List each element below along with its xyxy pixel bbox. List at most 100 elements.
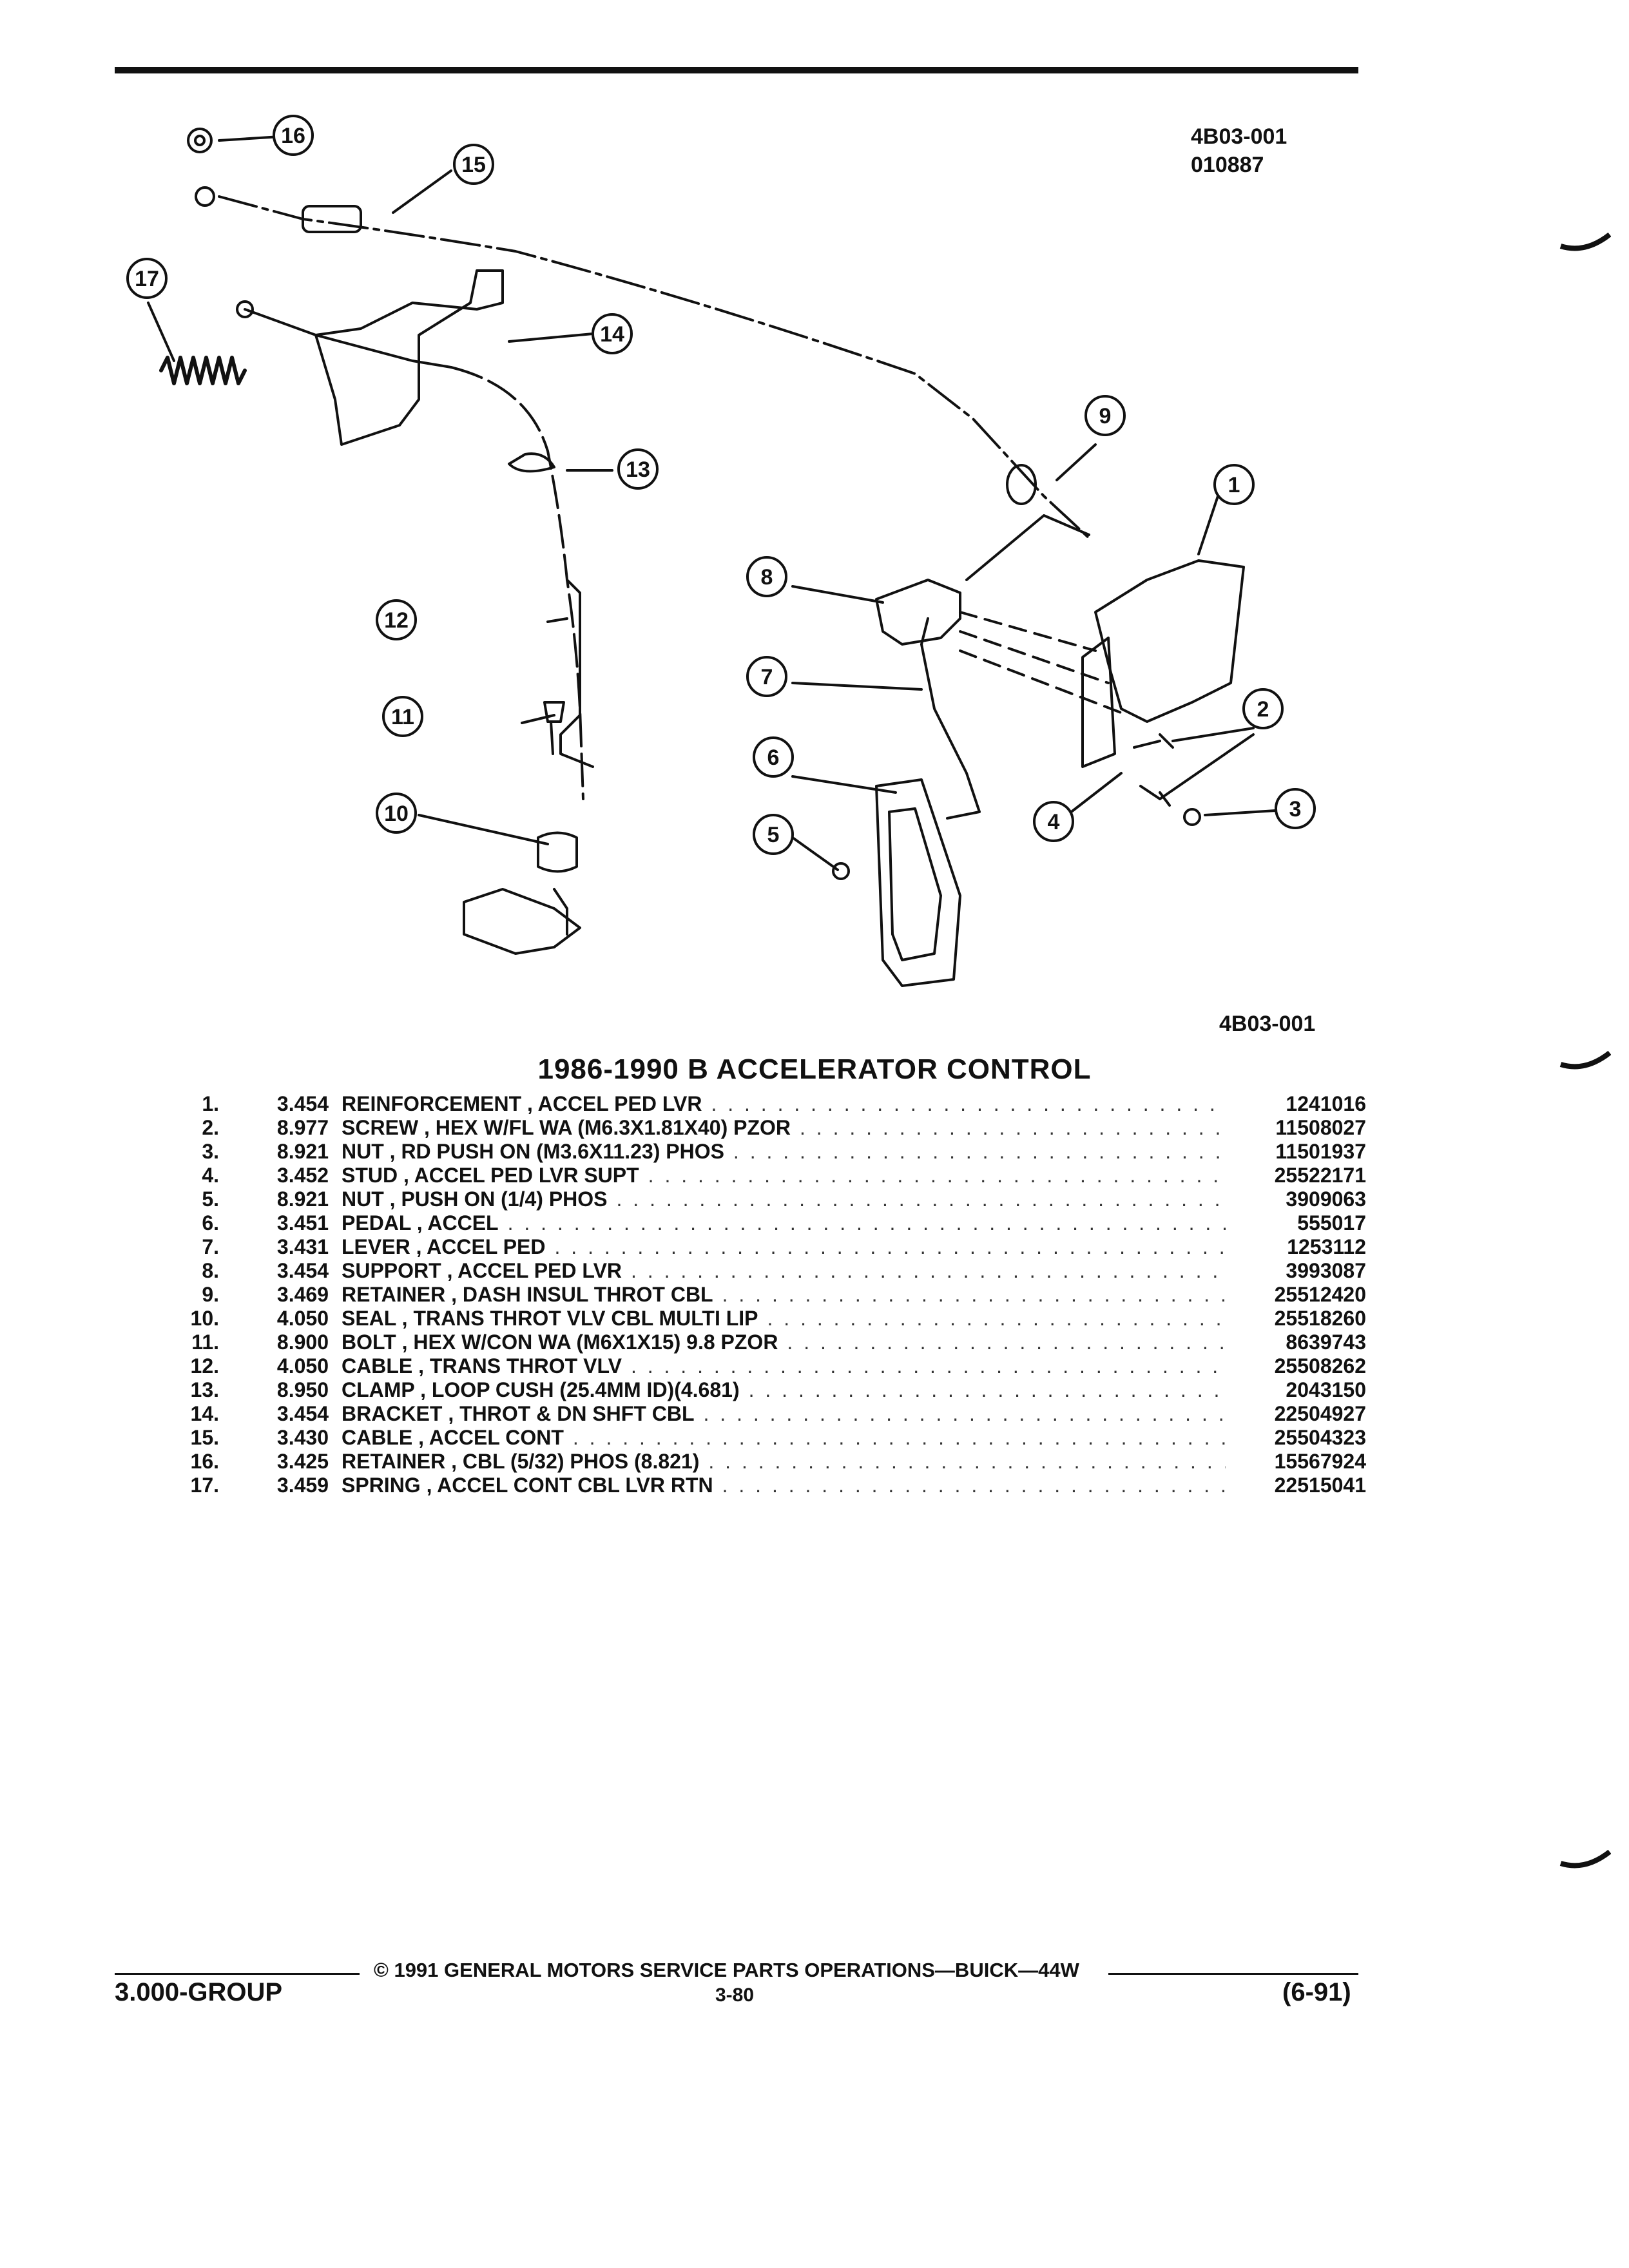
item-number: 1. (202, 1092, 219, 1115)
part-number: 22504927 (1274, 1402, 1366, 1425)
part-number: 25518260 (1274, 1307, 1366, 1330)
part-description: SPRING , ACCEL CONT CBL LVR RTN (342, 1474, 1237, 1497)
part-description: STUD , ACCEL PED LVR SUPT (342, 1164, 1237, 1187)
part-name: LEVER (342, 1235, 410, 1258)
callout-circle (376, 793, 417, 834)
item-number: 8. (202, 1259, 219, 1282)
part-number: 11508027 (1275, 1116, 1366, 1139)
callout-label: 1 (1228, 473, 1240, 497)
dash-lines (959, 611, 1129, 716)
part-description: BOLT , HEX W/CON WA (M6X1X15) 9.8 PZOR (342, 1331, 1237, 1354)
group-number: 3.454 (276, 1092, 329, 1115)
part-name: RETAINER (342, 1283, 446, 1306)
cable-end-fitting (195, 186, 215, 207)
part-name: BRACKET (342, 1402, 443, 1425)
accel-pedal-6 (875, 778, 961, 987)
item-number: 4. (202, 1164, 219, 1187)
pedal-lever-7 (920, 514, 1090, 820)
part-name: REINFORCEMENT (342, 1092, 522, 1115)
callout-label: 5 (767, 823, 780, 847)
leader-dots (555, 1235, 1226, 1259)
callout-label: 7 (761, 665, 773, 689)
group-number: 3.469 (276, 1283, 329, 1306)
part-detail: TRANS THROT VLV CBL MULTI LIP (413, 1307, 758, 1330)
group-number: 4.050 (276, 1307, 329, 1330)
part-description: LEVER , ACCEL PED (342, 1235, 1237, 1259)
part-description: PEDAL , ACCEL (342, 1211, 1237, 1235)
part-number: 3909063 (1286, 1187, 1366, 1211)
callout-circle (617, 448, 659, 490)
leader-dots (708, 1450, 1226, 1474)
part-name: CABLE (342, 1354, 413, 1378)
part-detail: TRANS THROT VLV (429, 1354, 622, 1378)
item-number: 11. (191, 1331, 219, 1354)
item-number: 14. (190, 1402, 219, 1425)
group-number: 8.921 (276, 1140, 329, 1163)
binder-mark (1559, 232, 1611, 251)
footer-rule-left (115, 1973, 360, 1975)
retainer-9 (1006, 464, 1037, 505)
trans-cable (450, 366, 584, 800)
callout-label: 9 (1099, 404, 1112, 428)
callout-label: 14 (600, 322, 624, 347)
footer-date: (6-91) (1282, 1978, 1351, 2006)
part-detail: DASH INSUL THROT CBL (462, 1283, 713, 1306)
part-name: STUD (342, 1164, 398, 1187)
item-number: 7. (202, 1235, 219, 1258)
part-detail: ACCEL CONT (429, 1426, 564, 1449)
leader-dots (722, 1474, 1226, 1497)
part-name: NUT (342, 1140, 384, 1163)
callout-circle (1213, 464, 1255, 505)
callout-label: 3 (1289, 797, 1302, 822)
callout-label: 15 (461, 153, 486, 177)
page-title: 1986-1990 B ACCELERATOR CONTROL (537, 1053, 1092, 1085)
item-number: 12. (190, 1354, 219, 1378)
part-description: REINFORCEMENT , ACCEL PED LVR (342, 1092, 1237, 1116)
callout-circle (746, 556, 787, 597)
part-name: CABLE (342, 1426, 413, 1449)
part-detail: ACCEL PED LVR (537, 1092, 702, 1115)
part-description: SUPPORT , ACCEL PED LVR (342, 1259, 1237, 1283)
binder-mark (1559, 1849, 1611, 1869)
item-number: 13. (190, 1378, 219, 1401)
part-number: 3993087 (1286, 1259, 1366, 1282)
part-detail: ACCEL (427, 1211, 499, 1235)
throttle-linkage (463, 888, 581, 955)
parts-row: 1. 3.454 REINFORCEMENT , ACCEL PED LVR 1241… (174, 1092, 1366, 1116)
item-number: 10. (190, 1307, 219, 1330)
part-detail: THROT & DN SHFT CBL (459, 1402, 695, 1425)
part-name: SEAL (342, 1307, 396, 1330)
callout-label: 6 (767, 745, 780, 770)
callout-label: 16 (281, 124, 305, 148)
part-name: BOLT (342, 1331, 396, 1354)
group-number: 3.451 (276, 1211, 329, 1235)
part-description: CABLE , TRANS THROT VLV (342, 1354, 1237, 1378)
cable-adjuster (302, 205, 362, 233)
part-number: 555017 (1297, 1211, 1366, 1235)
leader-dots (711, 1092, 1226, 1116)
leader-dots (631, 1354, 1226, 1378)
callout-circle (273, 115, 314, 156)
part-detail: LOOP CUSH (25.4MM ID)(4.681) (431, 1378, 740, 1401)
callout-circle (592, 313, 633, 354)
nut-3 (1183, 808, 1201, 826)
part-detail: HEX W/FL WA (M6.3X1.81X40) PZOR (435, 1116, 791, 1139)
part-detail: RD PUSH ON (M3.6X11.23) PHOS (401, 1140, 724, 1163)
part-name: SCREW (342, 1116, 419, 1139)
part-number: 8639743 (1286, 1331, 1366, 1354)
part-number: 1241016 (1286, 1092, 1366, 1115)
reinforcement-1 (1094, 559, 1245, 723)
part-name: RETAINER (342, 1450, 446, 1473)
callout-label: 2 (1257, 697, 1269, 722)
part-name: SPRING (342, 1474, 421, 1497)
